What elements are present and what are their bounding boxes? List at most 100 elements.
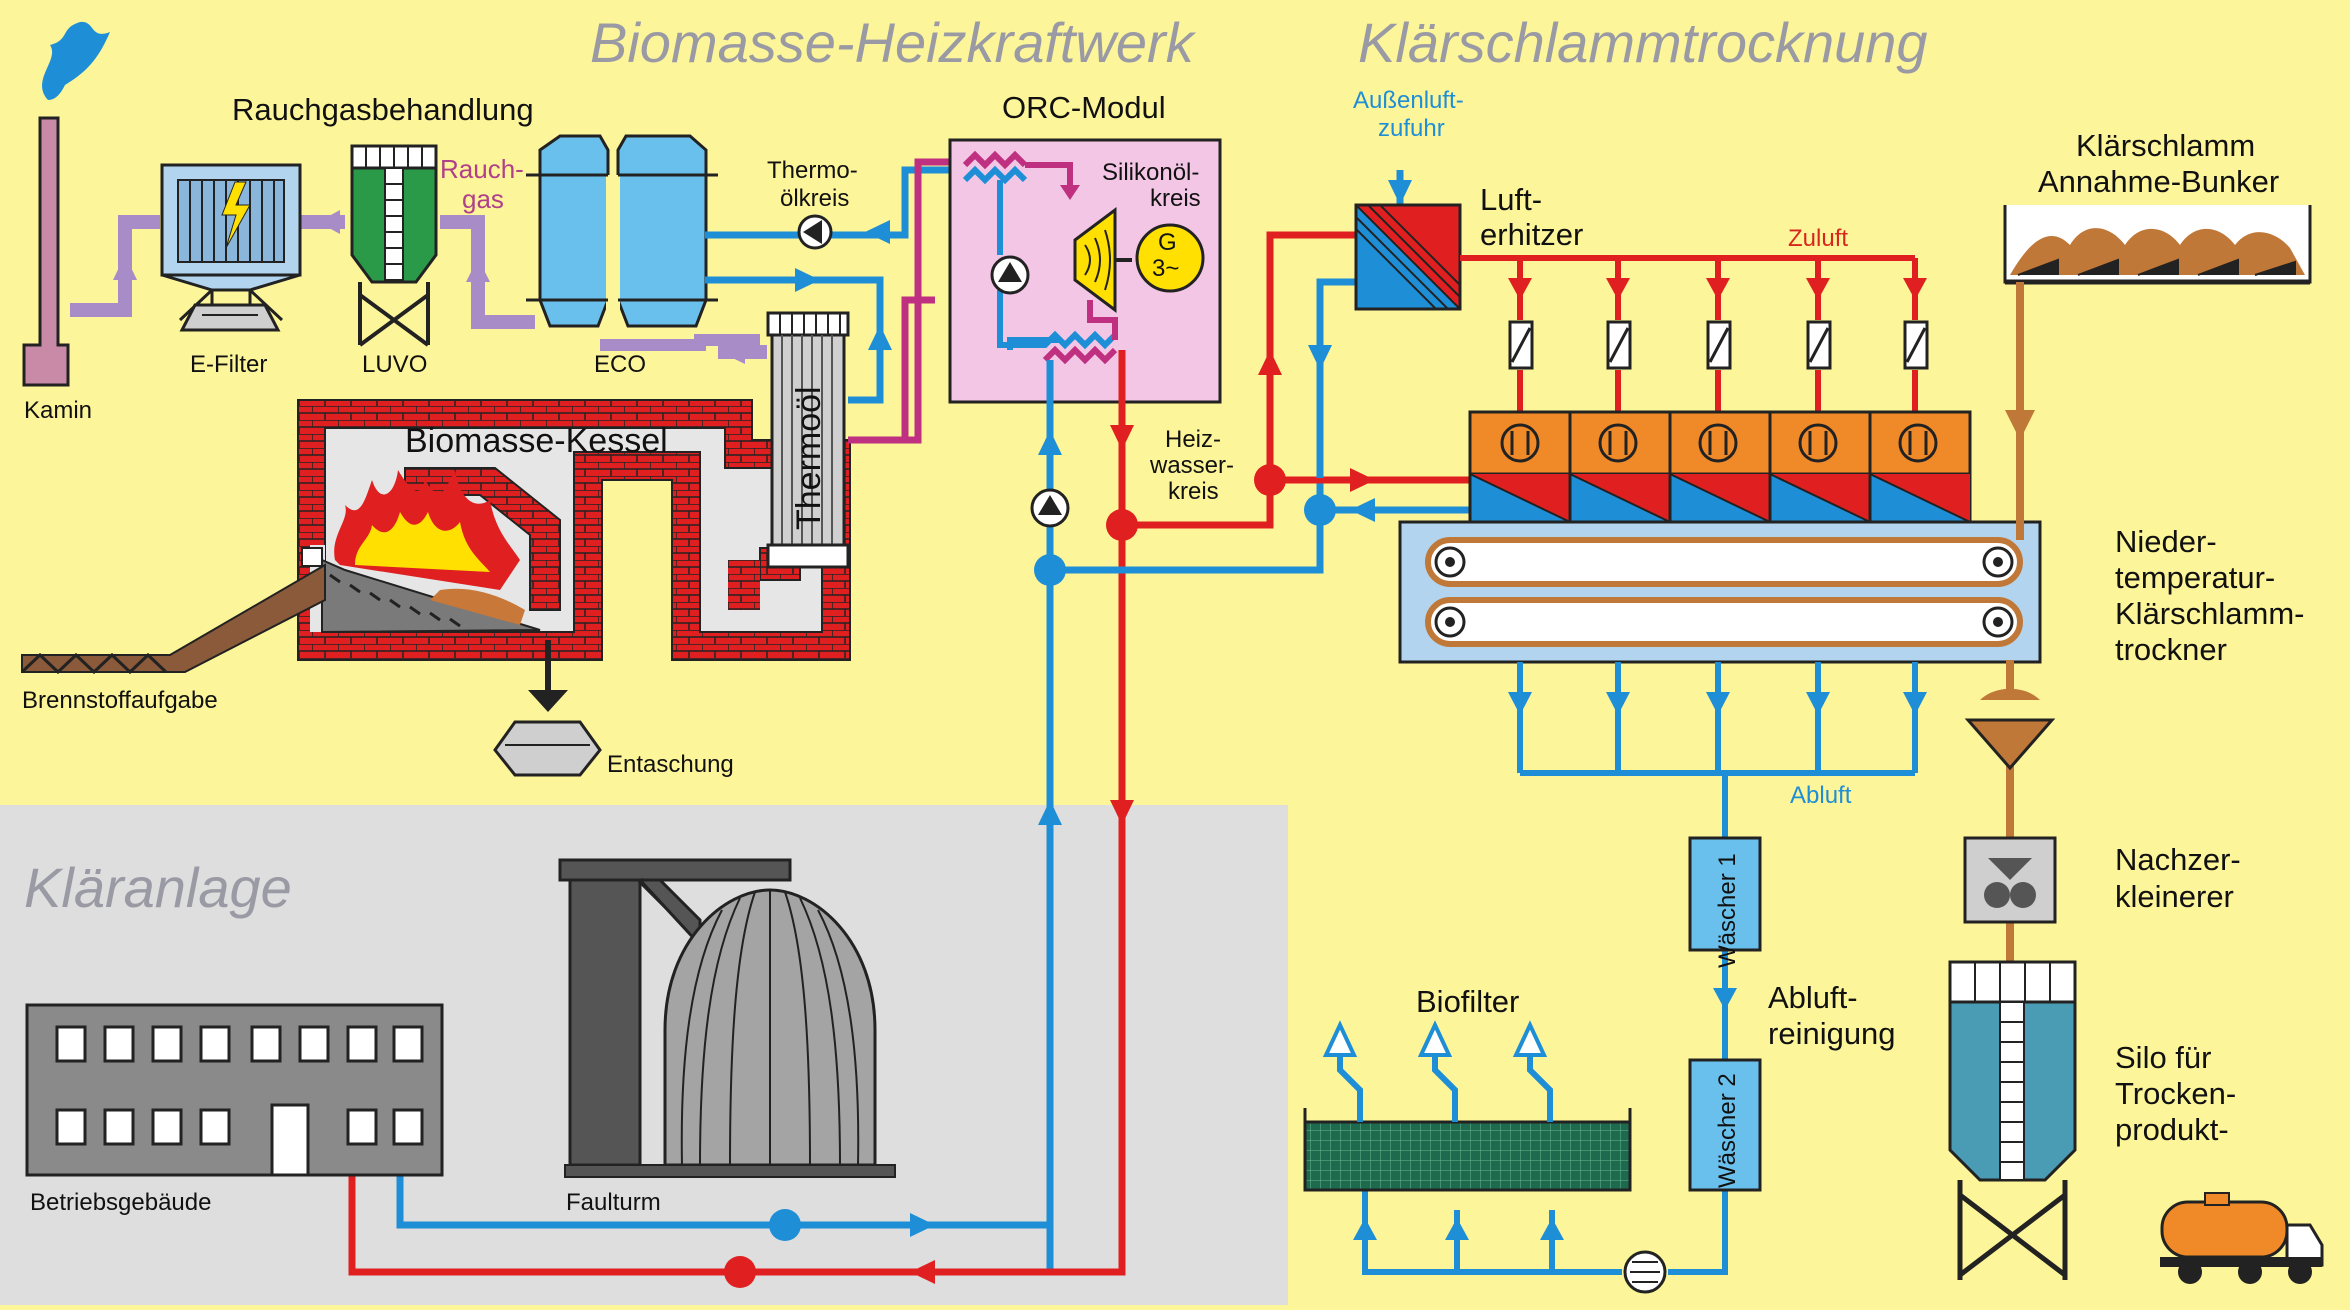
orc-label: ORC-Modul bbox=[1002, 90, 1166, 125]
fuel-label: Brennstoffaufgabe bbox=[22, 687, 218, 714]
sludge-dryer bbox=[1398, 410, 2042, 664]
operations-building bbox=[25, 1003, 444, 1177]
eco-label: ECO bbox=[594, 351, 646, 378]
dryer-label-3: Klärschlamm- bbox=[2115, 596, 2304, 631]
kamin-label: Kamin bbox=[24, 397, 92, 424]
scrubber-2 bbox=[1688, 1058, 1762, 1192]
waescher2-label: Wäscher 2 bbox=[1714, 1073, 1741, 1188]
dryer-label-1: Nieder- bbox=[2115, 524, 2217, 559]
dryer-label-2: temperatur- bbox=[2115, 560, 2275, 595]
exhaust-air-arrows bbox=[1353, 692, 1927, 1240]
rauchgas-label-1: Rauch- bbox=[440, 154, 524, 184]
junction-red-3 bbox=[724, 1256, 756, 1288]
thermal-oil-heater bbox=[766, 311, 850, 569]
dryer-label-4: trockner bbox=[2115, 632, 2227, 667]
bunker-label-1: Klärschlamm bbox=[2076, 128, 2255, 163]
hw-arrow-9 bbox=[910, 1213, 935, 1237]
silo-label-1: Silo für bbox=[2115, 1040, 2211, 1075]
hw-arrow-4 bbox=[1110, 800, 1134, 825]
air-inlet-arrow bbox=[1388, 180, 1412, 205]
chimney bbox=[22, 116, 70, 387]
supply-air-arrows bbox=[1508, 278, 1927, 300]
ash-removal bbox=[493, 640, 602, 777]
boiler-label: Biomasse-Kessel bbox=[405, 422, 668, 460]
abluft-label: Abluft bbox=[1790, 782, 1852, 809]
zuluft-label: Zuluft bbox=[1788, 225, 1848, 252]
oil-arrow-1 bbox=[865, 220, 890, 244]
flue-arrow-3 bbox=[466, 258, 490, 282]
bunker-label-2: Annahme-Bunker bbox=[2038, 164, 2279, 199]
drying-title: Klärschlammtrocknung bbox=[1358, 11, 1928, 74]
scrubber-1 bbox=[1688, 836, 1762, 952]
smoke-cloud bbox=[42, 21, 110, 100]
product-silo bbox=[1948, 960, 2077, 1280]
hw-arrow-8 bbox=[1350, 498, 1375, 522]
product-hopper bbox=[1964, 688, 2056, 771]
flue-arrow-1 bbox=[113, 255, 137, 280]
fuel-conveyor bbox=[20, 547, 326, 675]
aussenluft-label-2: zufuhr bbox=[1378, 115, 1445, 142]
sludge-bunker bbox=[2003, 205, 2312, 285]
dampers bbox=[1508, 320, 1929, 370]
heizwasser-label-3: kreis bbox=[1168, 478, 1219, 505]
generator-icon bbox=[1135, 223, 1205, 293]
aussenluft-label-1: Außenluft- bbox=[1353, 87, 1464, 114]
orc-module bbox=[948, 138, 1222, 404]
wwtp-title: Kläranlage bbox=[24, 856, 292, 919]
junction-blue-3 bbox=[769, 1209, 801, 1241]
biofilter-label: Biofilter bbox=[1416, 984, 1519, 1019]
silo-label-2: Trocken- bbox=[2115, 1076, 2236, 1111]
thermo-label-2: ölkreis bbox=[780, 185, 849, 212]
hw-arrow-3 bbox=[1110, 425, 1134, 450]
plant-title: Biomasse-Heizkraftwerk bbox=[590, 11, 1197, 74]
generator-label-1: G bbox=[1158, 229, 1177, 256]
faulturm-label: Faulturm bbox=[566, 1189, 661, 1216]
betrieb-label: Betriebsgebäude bbox=[30, 1189, 211, 1216]
luvo-label: LUVO bbox=[362, 351, 427, 378]
post-crusher bbox=[1963, 836, 2057, 924]
tanker-truck-icon bbox=[2160, 1192, 2324, 1284]
abluftreinigung-label-1: Abluft- bbox=[1768, 980, 1858, 1015]
waescher1-label: Wäscher 1 bbox=[1714, 853, 1741, 968]
oil-arrow-2 bbox=[795, 268, 820, 292]
economizer bbox=[526, 134, 718, 330]
rauchgas-label-2: gas bbox=[462, 184, 504, 214]
biomass-boiler bbox=[297, 399, 851, 661]
hw-arrow-2 bbox=[1038, 800, 1062, 825]
oil-arrow-3 bbox=[868, 325, 892, 350]
crusher-label-1: Nachzer- bbox=[2115, 842, 2241, 877]
junction-red-2 bbox=[1106, 509, 1138, 541]
air-heater bbox=[1354, 203, 1462, 311]
silikon-label-2: kreis bbox=[1150, 185, 1201, 212]
flue-arrow-2 bbox=[318, 210, 340, 234]
abluftreinigung-label-2: reinigung bbox=[1768, 1016, 1896, 1051]
flue-treatment-title: Rauchgasbehandlung bbox=[232, 92, 534, 127]
lightning-icon bbox=[221, 181, 251, 249]
air-preheater bbox=[350, 144, 438, 347]
thermooel-label: Thermoöl bbox=[790, 386, 828, 530]
lufterhitzer-label-2: erhitzer bbox=[1480, 217, 1583, 252]
flue-arrow-4 bbox=[720, 340, 745, 364]
hw-arrow-10 bbox=[910, 1260, 935, 1284]
junction-red-1 bbox=[1254, 464, 1286, 496]
digester-tower bbox=[558, 858, 896, 1178]
efilter-label: E-Filter bbox=[190, 351, 267, 378]
flue-gas-duct-2 bbox=[600, 334, 760, 351]
heizwasser-label-2: wasser- bbox=[1149, 452, 1234, 479]
turbine-icon bbox=[1073, 207, 1117, 313]
thermo-label-1: Thermo- bbox=[767, 157, 858, 184]
thermo-oil-loop bbox=[848, 158, 955, 444]
crusher-label-2: kleinerer bbox=[2115, 879, 2234, 914]
hw-arrow-7 bbox=[1350, 468, 1375, 492]
heizwasser-label-1: Heiz- bbox=[1165, 426, 1221, 453]
hw-arrow-5 bbox=[1258, 350, 1282, 375]
silo-label-3: produkt- bbox=[2115, 1112, 2229, 1147]
electrostatic-filter bbox=[160, 163, 302, 332]
biofilter bbox=[1303, 1020, 1632, 1192]
junction-blue-1 bbox=[1034, 554, 1066, 586]
sludge-arrow bbox=[2005, 410, 2035, 440]
ash-label: Entaschung bbox=[607, 751, 734, 778]
silikon-label-1: Silikonöl- bbox=[1102, 159, 1199, 186]
hw-arrow-1 bbox=[1038, 430, 1062, 455]
